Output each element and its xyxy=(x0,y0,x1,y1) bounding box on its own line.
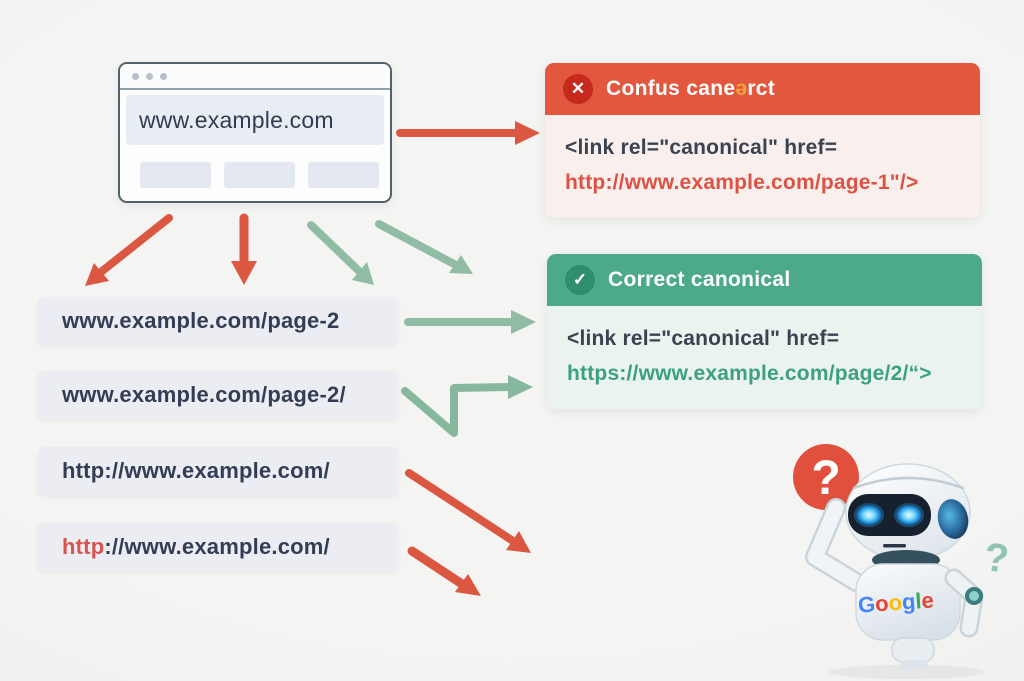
window-dot xyxy=(160,72,167,80)
code-line-bad-url: http://www.example.com/page-1"/> xyxy=(565,171,919,194)
robot-ear xyxy=(937,499,969,539)
confusing-panel-title: Confus caneərct xyxy=(606,77,775,101)
question-badge: ? xyxy=(793,444,859,510)
content-placeholder xyxy=(308,162,379,188)
question-mark-icon: ? xyxy=(811,452,840,505)
url-variant-page-2-slash: www.example.com/page-2/ xyxy=(38,371,398,419)
robot-body: Google xyxy=(855,550,961,641)
url-variant-page-2: www.example.com/page-2 xyxy=(38,297,398,345)
window-dot xyxy=(146,72,153,80)
browser-window: www.example.com xyxy=(118,62,392,203)
robot-left-arm xyxy=(805,498,866,592)
code-line-link-tag: <link rel="canonical" href= xyxy=(567,327,840,350)
x-circle-icon: ✕ xyxy=(563,74,593,104)
content-placeholder xyxy=(224,162,295,188)
content-placeholder xyxy=(140,162,211,188)
robot-mouth xyxy=(883,544,906,548)
title-text: Confus cane xyxy=(606,77,736,100)
arrow-browser-to-confusing xyxy=(396,121,540,145)
browser-address-text: www.example.com xyxy=(139,106,334,133)
correct-panel-title: Correct canonical xyxy=(608,268,791,291)
title-accent-char: ə xyxy=(735,77,748,100)
url-text: www.example.com/page-2/ xyxy=(62,382,346,407)
google-logo: Google xyxy=(857,587,934,617)
arrow-http-down-right xyxy=(405,469,531,553)
robot-shadow xyxy=(829,665,985,679)
robot-right-arm xyxy=(944,568,984,638)
url-text: http://www.example.com/ xyxy=(62,458,330,483)
check-circle-icon: ✓ xyxy=(565,265,595,295)
robot-visor xyxy=(848,494,931,536)
page-content-placeholders xyxy=(140,162,390,188)
confusing-panel-header: ✕ Confus caneərct xyxy=(545,63,980,115)
url-text: www.example.com/page-2 xyxy=(62,308,340,333)
x-glyph: ✕ xyxy=(570,79,586,98)
confusing-panel-body: <link rel="canonical" href= http://www.e… xyxy=(545,115,980,218)
arrow-browser-down xyxy=(231,213,257,285)
check-glyph: ✓ xyxy=(572,270,588,289)
title-text: rct xyxy=(747,77,776,100)
url-variant-http-home: http://www.example.com/ xyxy=(38,447,398,495)
arrow-browser-down-right-2 xyxy=(375,220,473,274)
url-variant-http-highlighted: http://www.example.com/ xyxy=(38,523,398,571)
arrow-page2slash-to-correct xyxy=(401,375,533,437)
url-prefix-http: http xyxy=(62,534,105,559)
arrow-browser-down-left xyxy=(85,214,173,286)
robot-leg xyxy=(891,637,935,670)
url-text: ://www.example.com/ xyxy=(104,534,330,559)
correct-canonical-panel: ✓ Correct canonical <link rel="canonical… xyxy=(547,254,982,409)
code-line-link-tag: <link rel="canonical" href= xyxy=(565,136,838,159)
code-line-good-url: https://www.example.com/page/2/“> xyxy=(567,362,932,385)
correct-panel-body: <link rel="canonical" href= https://www.… xyxy=(547,306,982,409)
correct-panel-header: ✓ Correct canonical xyxy=(547,254,982,306)
arrow-browser-down-right-1 xyxy=(307,221,374,285)
floating-question-icon: ? xyxy=(982,535,1011,581)
arrow-red-http-down-right xyxy=(407,546,481,596)
browser-titlebar xyxy=(120,64,390,90)
confusing-canonical-panel: ✕ Confus caneərct <link rel="canonical" … xyxy=(545,63,980,218)
robot-head xyxy=(845,463,971,561)
google-robot-illustration: ? ? Google xyxy=(793,444,1011,679)
browser-address-bar: www.example.com xyxy=(126,95,384,145)
arrow-page2-to-correct xyxy=(404,310,536,334)
window-dot xyxy=(132,72,139,80)
